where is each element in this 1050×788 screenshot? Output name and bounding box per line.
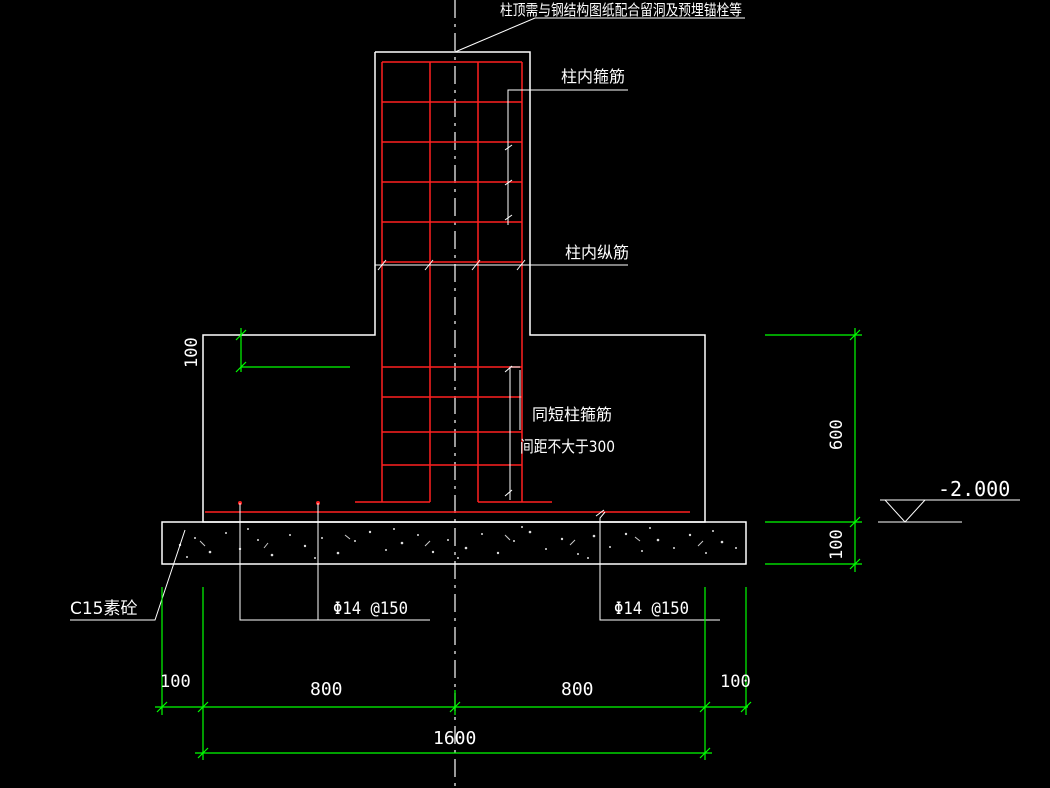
c15-cushion [161,521,747,565]
column-stirrup-label: 柱内箍筋 [561,67,625,86]
leader-lines [70,17,1020,621]
c15-cushion-label: C15素砼 [70,599,138,619]
dim-100-top: 100 [182,337,202,368]
dim-100-left: 100 [160,672,191,692]
short-stirrup-spacing-label: 间距不大于300 [520,437,615,456]
short-stirrup-label: 同短柱箍筋 [532,405,612,424]
column-rebar [205,61,690,513]
foundation-outline [202,51,706,523]
dimension-lines [155,328,862,760]
dim-800-right: 800 [561,679,594,700]
dim-100-right-bottom: 100 [720,672,751,692]
rebar-left-label: Φ14 @150 [333,599,408,619]
dim-600: 600 [827,419,847,450]
dim-100-right: 100 [827,529,847,560]
column-longitudinal-label: 柱内纵筋 [565,243,629,262]
base-rebar-dots [238,501,320,505]
dim-1600: 1600 [433,728,476,749]
top-note-label: 柱顶需与钢结构图纸配合留洞及预埋锚栓等 [500,1,742,19]
elevation-label: -2.000 [938,477,1010,501]
dim-800-left: 800 [310,679,343,700]
rebar-right-label: Φ14 @150 [614,599,689,619]
